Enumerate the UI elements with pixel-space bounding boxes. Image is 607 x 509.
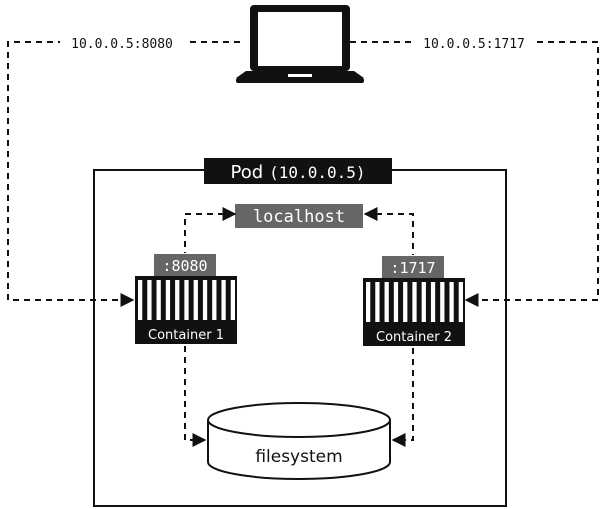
container-slot [138, 280, 143, 320]
pod-label: Pod [231, 162, 264, 183]
container-1-stripes [138, 280, 235, 320]
container-1-filesystem-link [184, 346, 207, 447]
right-connection: 10.0.0.5:1717 [350, 34, 599, 307]
container-2-port: :1717 [390, 259, 435, 277]
pod-title-tag: Pod (10.0.0.5) [204, 158, 392, 184]
container-slot [375, 282, 380, 322]
container-1-label: Container 1 [148, 328, 224, 343]
container-slot [165, 280, 171, 320]
container-slot [393, 282, 399, 322]
container-2-filesystem-link [391, 348, 414, 447]
pod-ip: (10.0.0.5) [269, 163, 365, 182]
container-1: :8080 Container 1 [135, 254, 237, 344]
laptop-icon [236, 5, 364, 83]
container-slot [366, 282, 371, 322]
container-2-label: Container 2 [376, 330, 452, 345]
container-slot [384, 282, 389, 322]
container-slot [202, 280, 208, 320]
localhost-tag: localhost [235, 204, 363, 228]
container-slot [449, 282, 454, 322]
container-slot [175, 280, 180, 320]
localhost-link-left [184, 207, 237, 253]
container-2-stripes [366, 282, 463, 322]
localhost-link-right [363, 207, 414, 255]
container-slot [421, 282, 426, 322]
container-slot [230, 280, 235, 320]
container-slot [147, 280, 152, 320]
container-slot [458, 282, 463, 322]
container-slot [212, 280, 217, 320]
container-slot [221, 280, 226, 320]
left-address-label: 10.0.0.5:8080 [71, 37, 173, 52]
container-slot [193, 280, 198, 320]
container-slot [430, 282, 436, 322]
localhost-label: localhost [253, 207, 345, 227]
container-2: :1717 Container 2 [363, 256, 465, 346]
filesystem-label: filesystem [255, 447, 342, 467]
svg-text:Pod(10.0.0.5): Pod (10.0.0.5) [231, 162, 366, 183]
left-connection: 10.0.0.5:8080 [7, 34, 240, 307]
cylinder-icon: filesystem [207, 402, 391, 480]
right-address-label: 10.0.0.5:1717 [423, 37, 525, 52]
container-slot [440, 282, 445, 322]
container-slot [403, 282, 408, 322]
container-1-port: :8080 [162, 257, 207, 275]
container-slot [184, 280, 189, 320]
container-slot [412, 282, 417, 322]
container-slot [156, 280, 161, 320]
